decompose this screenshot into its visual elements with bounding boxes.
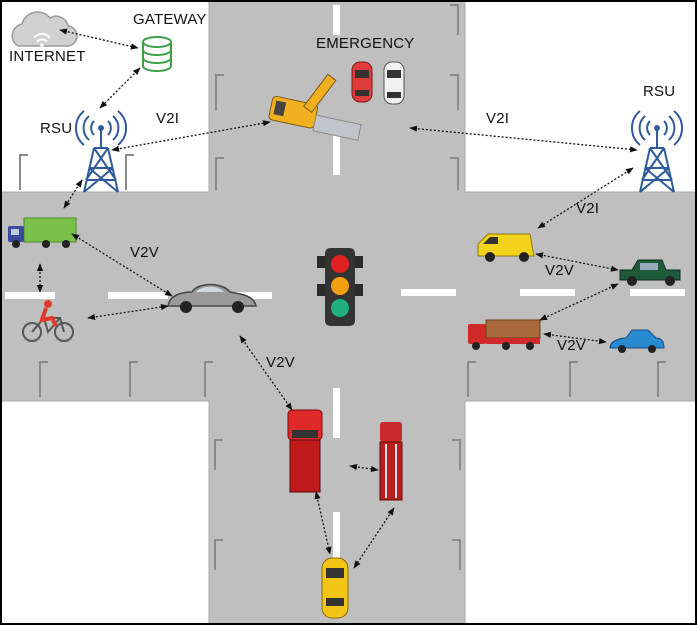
link-truck-taxi: [314, 491, 332, 555]
truck-icon: [8, 217, 77, 248]
car-icon: [321, 557, 349, 619]
internet-label: INTERNET: [9, 48, 86, 65]
car-icon: [609, 329, 665, 353]
link-rsu-van: [537, 167, 634, 229]
traffic-light-icon: [317, 248, 363, 326]
v2v-center-label: V2V: [266, 354, 295, 371]
v2i-van-label: V2I: [576, 200, 600, 217]
link-firetruck-taxi: [353, 507, 395, 569]
link-rsu-emergency: [111, 120, 271, 152]
truck-icon: [287, 409, 323, 493]
truck-icon: [468, 319, 541, 350]
communication-links: [36, 28, 638, 569]
v2v-right-lower-label: V2V: [557, 337, 586, 354]
van-icon: [477, 233, 535, 262]
link-van-pickup: [535, 252, 619, 272]
rsu-tower-icon: [630, 110, 684, 193]
link-car-truck: [239, 335, 293, 411]
v2v-right-upper-label: V2V: [545, 262, 574, 279]
car-icon: [167, 283, 257, 313]
v2v-left-label: V2V: [130, 244, 159, 261]
bicycle-icon: [22, 300, 74, 342]
street-lamps: [19, 4, 666, 570]
v2i-left-label: V2I: [156, 110, 180, 127]
link-gateway-rsu: [99, 67, 141, 109]
rsu-right-label: RSU: [643, 83, 676, 100]
car-icon: [351, 61, 373, 103]
emergency-label: EMERGENCY: [316, 35, 415, 52]
link-rsu-truck: [63, 179, 83, 209]
gateway-label: GATEWAY: [133, 11, 207, 28]
link-log-bluecar: [543, 331, 607, 345]
tow-truck-icon: [268, 73, 362, 141]
car-icon: [383, 61, 405, 105]
link-truck-firetruck: [349, 463, 379, 473]
database-icon: [142, 36, 172, 72]
v2i-right-label: V2I: [486, 110, 510, 127]
link-internet-gateway: [59, 28, 139, 50]
link-cyclist-car: [87, 303, 169, 321]
fire-truck-icon: [379, 422, 403, 501]
rsu-left-label: RSU: [40, 120, 73, 137]
car-icon: [619, 259, 681, 286]
